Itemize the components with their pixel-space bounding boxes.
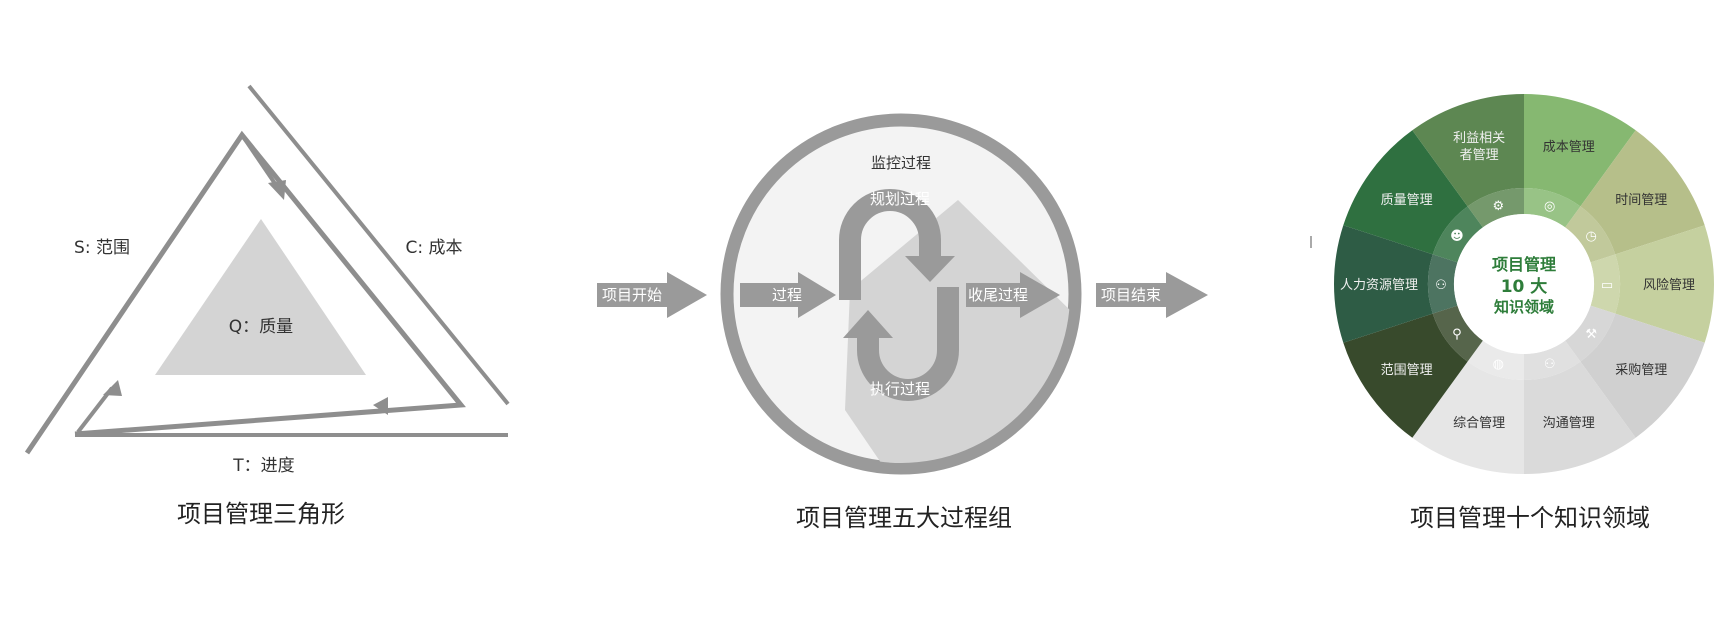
wheel-center-line1: 项目管理 (1492, 255, 1556, 274)
wheel-sector (1412, 94, 1524, 207)
end-arrow-body (1096, 283, 1166, 307)
wheel-area-icon: ◎ (1544, 199, 1555, 214)
initiating-label: 过程 (772, 286, 802, 304)
wheel-area-icon: ⚙ (1493, 199, 1505, 214)
executing-arrow-head (843, 310, 893, 338)
cost-line (247, 84, 510, 406)
arrow-head-right (373, 397, 388, 415)
planning-label: 规划过程 (870, 190, 930, 208)
wheel-area-label: 质量管理 (1381, 193, 1433, 208)
wheel-ring-segment (1524, 340, 1581, 380)
initiating-arrow-body (740, 283, 800, 307)
wheel-sector (1412, 361, 1524, 474)
wheel-area-label: 综合管理 (1453, 416, 1505, 431)
wheel-area-label: 范围管理 (1381, 363, 1433, 378)
closing-label: 收尾过程 (968, 286, 1028, 304)
wheel-sector (1334, 225, 1433, 343)
planning-arrow-head (905, 256, 955, 282)
triangle-outline (24, 130, 466, 455)
scope-label: S: 范围 (74, 238, 130, 258)
start-arrow-body (597, 283, 667, 307)
arrow-stroke-left (76, 386, 114, 434)
wheel-area-label: 风险管理 (1643, 278, 1695, 293)
wheel-area-icon: ⚇ (1435, 278, 1447, 293)
wheel-center (1454, 214, 1594, 354)
wheel-area-icon: ⚲ (1452, 327, 1462, 342)
wheel-area-label: 沟通管理 (1543, 416, 1595, 431)
wheel-area-icon: ◷ (1585, 229, 1596, 244)
wheel-sectors (1334, 94, 1714, 474)
wheel-area-label: 时间管理 (1615, 193, 1667, 208)
wheel-ring-segment (1432, 206, 1483, 263)
monitoring-label: 监控过程 (871, 154, 931, 172)
wheel-area-icon: ▭ (1601, 278, 1613, 293)
wheel-ring-segment (1428, 254, 1458, 314)
wheel-ring-segment (1467, 340, 1524, 380)
wheel-area-label: 采购管理 (1615, 362, 1667, 378)
wheel-inner-ring (1428, 188, 1621, 380)
executing-label: 执行过程 (870, 380, 930, 398)
end-label: 项目结束 (1101, 286, 1161, 304)
arrow-head-top (268, 180, 286, 200)
wheel-area-label: 成本管理 (1543, 140, 1595, 155)
wheel-sector (1343, 313, 1468, 438)
triangle-panel: Q：质量 S: 范围 C: 成本 T：进度 项目管理三角形 (24, 84, 510, 528)
wheel-area-label: 人力资源管理 (1340, 278, 1418, 293)
initiating-arrow-head (798, 272, 836, 318)
wheel-ring-segment (1565, 305, 1616, 362)
process-panel: 项目开始 过程 收尾过程 项目结束 监控过程 规划过程 执行过程 项目管理五大过… (597, 113, 1208, 532)
quality-triangle (155, 219, 366, 375)
closing-arrow-head (1020, 272, 1060, 318)
wheel-center-line2: 10 大 (1501, 276, 1548, 297)
planning-loop (839, 189, 941, 300)
wheel-center-line3: 知识领域 (1494, 298, 1554, 316)
wheel-area-icon: ⚇ (1544, 357, 1556, 372)
wheel-sector (1580, 130, 1705, 255)
quality-label: Q：质量 (229, 317, 293, 337)
executing-loop (857, 287, 959, 401)
wheel-icons: ◎ ◷ ▭ ⚒ ⚇ ◍ ⚲ ⚇ ☻ ⚙ (1435, 199, 1613, 372)
wheel-ring-segment (1467, 188, 1524, 228)
cost-label: C: 成本 (405, 238, 462, 258)
wheel-sector (1580, 313, 1705, 438)
wheel-sector (1343, 130, 1468, 255)
closing-arrow-body (966, 283, 1022, 307)
wheel-ring-segment (1524, 188, 1581, 228)
wheel-caption: 项目管理十个知识领域 (1410, 504, 1650, 532)
wheel-sector (1524, 94, 1636, 207)
start-label: 项目开始 (602, 286, 662, 304)
wheel-ring-segment (1565, 206, 1616, 263)
wheel-area-icon: ☻ (1450, 229, 1464, 244)
end-arrow-head (1166, 272, 1208, 318)
wheel-area-label-line2: 者管理 (1460, 148, 1499, 163)
arrow-stroke-top (240, 133, 280, 190)
wheel-ring-segment (1432, 305, 1483, 362)
wheel-area-label: 利益相关 (1453, 131, 1505, 146)
wheel-area-icon: ◍ (1493, 357, 1504, 372)
wheel-sector (1524, 361, 1636, 474)
wheel-sector (1615, 225, 1714, 343)
time-label: T：进度 (232, 456, 294, 476)
process-caption: 项目管理五大过程组 (796, 504, 1012, 532)
start-arrow-head (667, 272, 707, 318)
wheel-area-icon: ⚒ (1585, 327, 1597, 342)
triangle-caption: 项目管理三角形 (177, 500, 345, 528)
wheel-ring-segment (1590, 254, 1621, 314)
